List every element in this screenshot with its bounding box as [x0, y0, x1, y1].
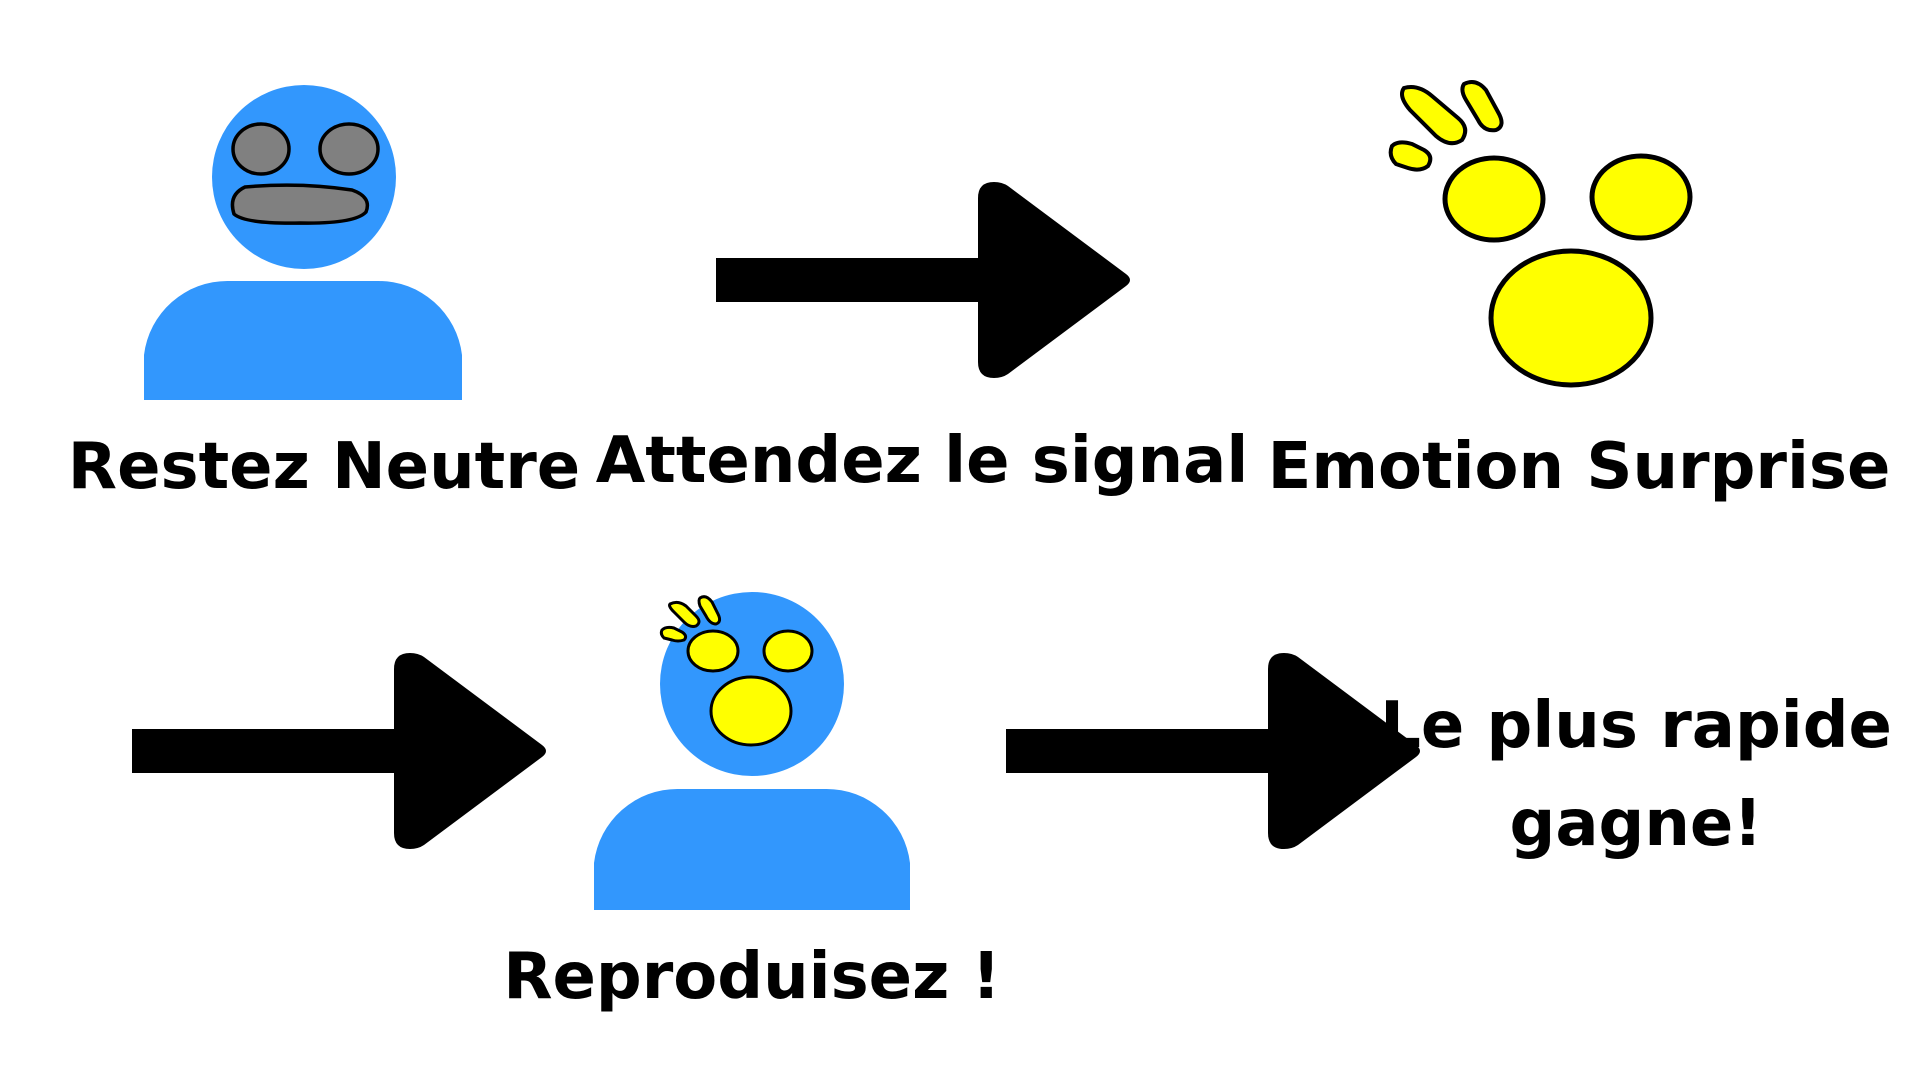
- surprised-eye-right: [762, 629, 814, 673]
- final-text-line-1: Le plus rapide: [1380, 689, 1892, 763]
- surprise-eye-left: [1442, 155, 1546, 243]
- arrow-right-icon: [716, 182, 1130, 378]
- surprised-person-icon: [594, 592, 910, 910]
- neutral-mouth: [230, 183, 370, 225]
- surprise-line-1: [668, 600, 701, 628]
- step-label-attendez-le-signal: Attendez le signal: [596, 424, 1249, 498]
- surprised-mouth: [709, 675, 793, 747]
- surprise-line-2: [1460, 80, 1504, 133]
- surprise-line-1: [1400, 85, 1468, 146]
- surprised-body: [594, 788, 910, 910]
- neutral-person-icon: [144, 85, 462, 400]
- neutral-eye-left: [231, 122, 291, 176]
- surprise-line-2: [697, 595, 722, 626]
- surprise-mouth: [1488, 248, 1654, 388]
- surprised-face-icon: [1388, 80, 1693, 388]
- surprised-eye-left: [686, 629, 740, 673]
- arrow-right-icon: [132, 653, 546, 849]
- neutral-eye-right: [318, 122, 380, 176]
- neutral-body: [144, 280, 462, 400]
- arrow-right-icon: [1006, 653, 1420, 849]
- neutral-head: [212, 85, 396, 269]
- surprise-eye-right: [1589, 153, 1693, 241]
- step-label-emotion-surprise: Emotion Surprise: [1268, 430, 1891, 504]
- final-text-line-2: gagne!: [1510, 787, 1763, 861]
- step-label-restez-neutre: Restez Neutre: [68, 430, 580, 504]
- step-label-reproduisez: Reproduisez !: [503, 940, 1001, 1014]
- surprise-line-3: [1388, 140, 1433, 172]
- surprise-line-3: [659, 625, 688, 643]
